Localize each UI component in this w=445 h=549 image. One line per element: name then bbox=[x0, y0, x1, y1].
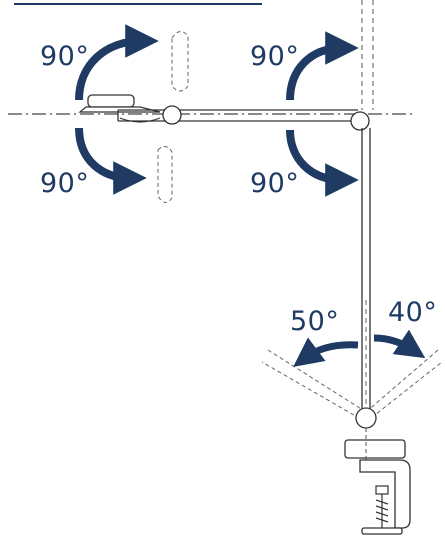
elbow-joint bbox=[350, 111, 370, 131]
clamp-body bbox=[359, 459, 411, 529]
clamp-top-block bbox=[344, 439, 406, 459]
lamp-head bbox=[87, 94, 135, 108]
angle-head-down-label: 90° bbox=[40, 168, 90, 199]
clamp-foot bbox=[361, 527, 403, 535]
tilt-guide-right-1 bbox=[365, 349, 439, 413]
clamp-screw bbox=[375, 494, 389, 528]
arrow-arm-up bbox=[286, 31, 359, 101]
base-joint bbox=[355, 407, 377, 429]
ghost-head-down bbox=[157, 146, 173, 203]
arm-shoulder bbox=[119, 117, 161, 123]
clamp-screw-nut bbox=[375, 485, 389, 495]
tilt-guide-left-2 bbox=[261, 361, 367, 423]
arrow-pole-left bbox=[293, 337, 359, 367]
head-joint bbox=[162, 105, 182, 125]
angle-arm-down-label: 90° bbox=[250, 168, 300, 199]
ghost-head-up bbox=[171, 31, 189, 92]
angle-pole-left-label: 50° bbox=[290, 306, 340, 337]
tilt-guide-left-1 bbox=[267, 349, 367, 413]
arrow-head-down bbox=[75, 127, 147, 195]
arrow-head-up bbox=[75, 24, 159, 101]
angle-head-up-label: 90° bbox=[40, 41, 90, 72]
angle-arm-up-label: 90° bbox=[250, 41, 300, 72]
angle-pole-right-label: 40° bbox=[388, 297, 438, 328]
arrow-pole-right bbox=[373, 329, 426, 359]
tilt-guide-right-2 bbox=[365, 361, 443, 423]
arrow-arm-down bbox=[286, 129, 359, 197]
